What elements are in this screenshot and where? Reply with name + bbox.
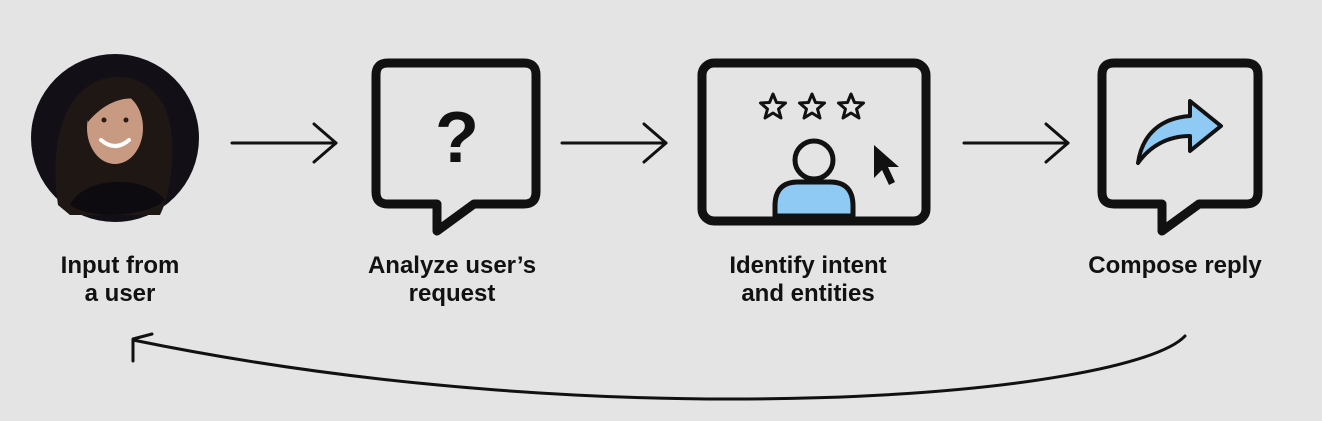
step-label-line: Analyze user’s — [367, 252, 537, 279]
step-label-analyze-request: Analyze user’s request — [332, 252, 572, 308]
step-label-line: and entities — [741, 280, 875, 307]
step-label-line: request — [408, 280, 496, 307]
user-avatar — [31, 54, 199, 222]
rating-screen-icon — [697, 58, 931, 226]
question-speech-bubble-icon: ? — [371, 58, 541, 236]
star-icon — [759, 92, 865, 120]
person-icon — [772, 138, 856, 219]
step-label-line: Compose reply — [1088, 252, 1262, 279]
share-reply-bubble-icon — [1097, 58, 1263, 236]
step-label-line: Identify intent — [729, 252, 887, 279]
arrow-right-icon — [962, 122, 1070, 164]
arrow-right-icon — [560, 122, 668, 164]
svg-text:?: ? — [435, 98, 479, 178]
step-label-compose-reply: Compose reply — [1055, 252, 1295, 280]
arrow-right-icon — [230, 122, 338, 164]
share-arrow-icon — [1136, 99, 1223, 165]
loop-back-arrow-icon — [131, 332, 1187, 401]
step-label-line: Input from — [60, 252, 180, 279]
step-label-input-from-user: Input from a user — [0, 252, 240, 308]
step-label-identify-intent: Identify intent and entities — [688, 252, 928, 308]
cursor-icon — [874, 145, 899, 185]
step-label-line: a user — [84, 280, 156, 307]
